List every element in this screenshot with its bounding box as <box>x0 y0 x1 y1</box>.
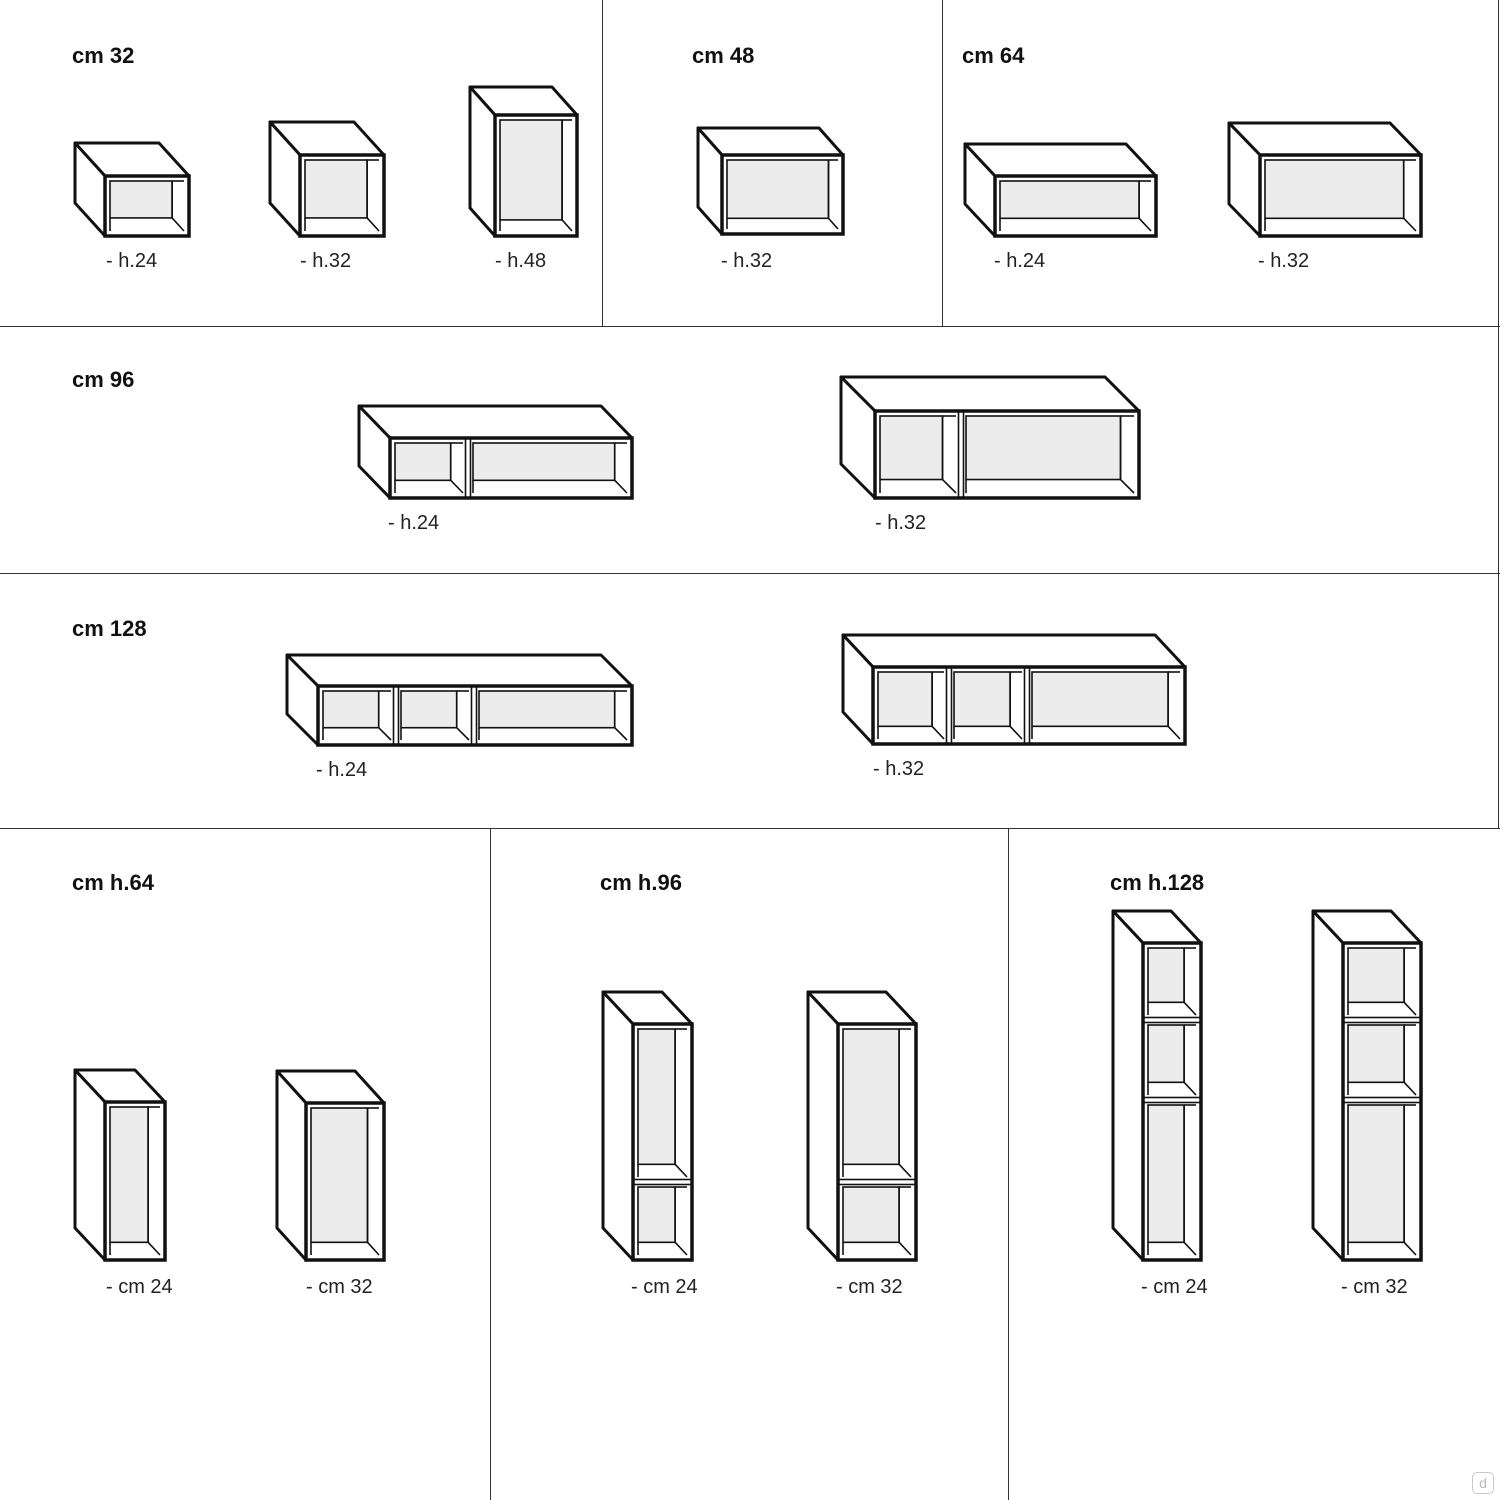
shelf-unit <box>1227 121 1423 238</box>
shelf-label: - h.32 <box>1258 250 1310 272</box>
divider-row4-b <box>1008 828 1009 1500</box>
shelf-unit <box>806 990 918 1262</box>
shelf-label: - h.24 <box>106 250 158 272</box>
shelf-unit <box>468 85 579 238</box>
shelf-unit <box>73 1068 167 1262</box>
shelf-label: - h.24 <box>316 759 368 781</box>
divider-row1-b <box>942 0 943 327</box>
section-title-h96: cm h.96 <box>600 870 682 895</box>
shelf-label: - cm 32 <box>836 1276 903 1298</box>
shelf-unit <box>285 653 634 747</box>
shelf-label: - h.32 <box>873 758 925 780</box>
shelf-unit <box>357 404 634 500</box>
brand-logo-icon: d <box>1472 1472 1494 1494</box>
shelf-label: - cm 32 <box>306 1276 373 1298</box>
divider-row1-bottom <box>0 326 1500 327</box>
shelf-unit <box>1311 909 1423 1262</box>
shelf-label: - h.32 <box>721 250 773 272</box>
shelf-unit <box>963 142 1158 238</box>
section-title-h64: cm h.64 <box>72 870 154 895</box>
shelf-label: - cm 32 <box>1341 1276 1408 1298</box>
shelf-unit <box>275 1069 386 1262</box>
shelf-label: - h.32 <box>875 512 927 534</box>
divider-right-edge <box>1498 0 1499 828</box>
shelf-label: - h.24 <box>994 250 1046 272</box>
section-title-w48: cm 48 <box>692 43 755 68</box>
shelf-unit <box>1111 909 1203 1262</box>
shelf-unit <box>839 375 1141 500</box>
shelf-label: - h.24 <box>388 512 440 534</box>
divider-row3-bottom <box>0 828 1500 829</box>
shelf-unit <box>73 141 191 238</box>
section-title-w64: cm 64 <box>962 43 1025 68</box>
shelf-unit <box>696 126 845 236</box>
divider-row1-a <box>602 0 603 327</box>
shelf-label: - h.48 <box>495 250 547 272</box>
shelf-label: - h.32 <box>300 250 352 272</box>
section-title-w32: cm 32 <box>72 43 135 68</box>
section-title-w96: cm 96 <box>72 367 135 392</box>
shelf-unit <box>841 633 1187 746</box>
section-title-w128: cm 128 <box>72 616 147 641</box>
shelf-label: - cm 24 <box>631 1276 698 1298</box>
shelf-unit <box>268 120 386 238</box>
divider-row4-a <box>490 828 491 1500</box>
shelf-label: - cm 24 <box>1141 1276 1208 1298</box>
shelf-unit <box>601 990 694 1262</box>
divider-row2-bottom <box>0 573 1500 574</box>
section-title-h128: cm h.128 <box>1110 870 1205 895</box>
shelf-label: - cm 24 <box>106 1276 173 1298</box>
